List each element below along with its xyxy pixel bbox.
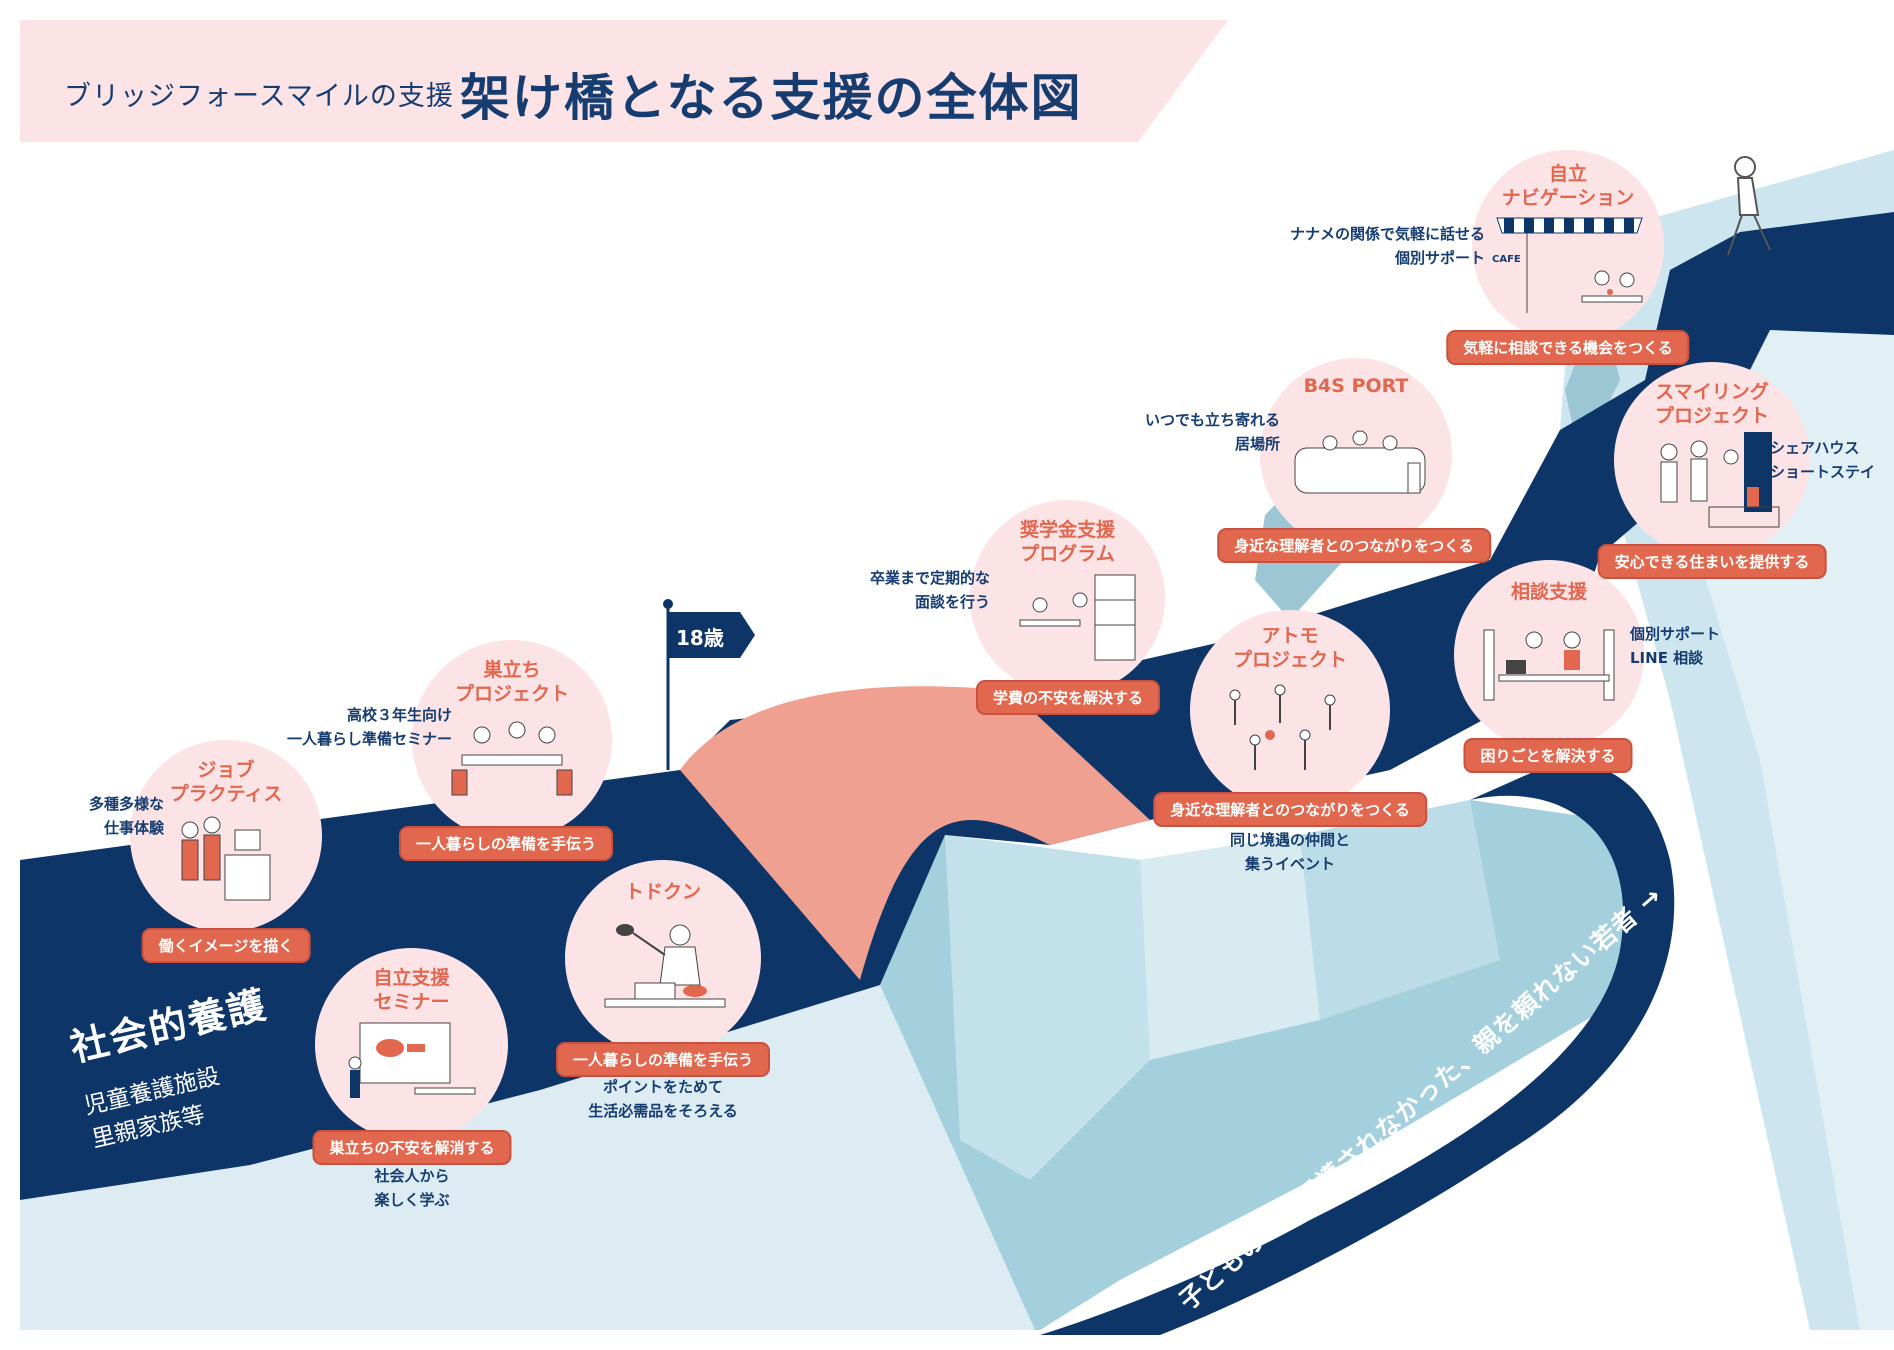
program-pill-smiling-project: 安心できる住まいを提供する xyxy=(1597,544,1827,579)
walking-person xyxy=(1727,156,1771,256)
cafe-sign: CAFE xyxy=(1492,254,1521,265)
program-circle-consultation: 相談支援 xyxy=(1454,560,1644,750)
job-practice-illustration xyxy=(181,816,271,901)
program-title: スマイリング プロジェクト xyxy=(1654,381,1769,427)
program-pill-job-practice: 働くイメージを描く xyxy=(141,928,311,963)
header-title: 架け橋となる支援の全体図 xyxy=(460,69,1083,127)
program-pill-scholarship: 学費の不安を解決する xyxy=(975,680,1161,715)
program-note-sudachi-project: 高校３年生向け 一人暮らし準備セミナー xyxy=(286,706,452,748)
program-title: 奨学金支援 プログラム xyxy=(1019,519,1115,565)
program-circle-smiling-project: スマイリング プロジェクト xyxy=(1614,362,1810,558)
program-pill-atomo-project: 身近な理解者とのつながりをつくる xyxy=(1153,792,1427,827)
header-subtitle: ブリッジフォースマイルの支援 xyxy=(64,81,454,112)
program-title: トドクン xyxy=(624,881,701,903)
program-pill-sudachi-project: 一人暮らしの準備を手伝う xyxy=(398,826,614,861)
seminar-illustration xyxy=(348,1022,476,1098)
program-note-job-practice: 多種多様な 仕事体験 xyxy=(88,795,164,837)
program-title: ジョブ プラクティス xyxy=(169,759,283,805)
program-title: 自立支援 セミナー xyxy=(373,967,450,1013)
program-pill-todokun: 一人暮らしの準備を手伝う xyxy=(555,1042,771,1077)
program-circle-independence-seminar: 自立支援 セミナー xyxy=(315,948,508,1141)
todokun-illustration xyxy=(604,924,726,1008)
program-pill-consultation: 困りごとを解決する xyxy=(1463,738,1633,773)
program-note-todokun: ポイントをためて 生活必需品をそろえる xyxy=(588,1078,738,1120)
header-banner xyxy=(20,20,1228,142)
program-title: 相談支援 xyxy=(1510,581,1587,603)
scholarship-illustration xyxy=(1019,574,1136,661)
program-circle-job-practice: ジョブ プラクティス xyxy=(130,740,322,932)
program-pill-navigation: 気軽に相談できる機会をつくる xyxy=(1446,330,1690,365)
b4s-port-illustration xyxy=(1294,430,1426,494)
program-circle-atomo-project: アトモ プロジェクト xyxy=(1190,610,1390,810)
flag xyxy=(669,612,755,658)
river-facet-c xyxy=(1300,800,1500,1020)
program-circle-navigation: 自立 ナビゲーション CAFE xyxy=(1472,150,1664,342)
program-title: 自立 ナビゲーション xyxy=(1501,163,1635,209)
age-flag-label: 18歳 xyxy=(676,626,724,650)
program-note-navigation: ナナメの関係で気軽に話せる 個別サポート xyxy=(1289,225,1485,267)
river-facet-b xyxy=(1140,835,1320,1060)
smiling-illustration xyxy=(1660,432,1780,528)
program-circle-scholarship: 奨学金支援 プログラム xyxy=(970,500,1165,695)
program-circle-todokun: トドクン xyxy=(565,860,761,1056)
program-pill-independence-seminar: 巣立ちの不安を解消する xyxy=(312,1130,512,1165)
program-pill-b4s-port: 身近な理解者とのつながりをつくる xyxy=(1217,528,1491,563)
program-circle-sudachi-project: 巣立ち プロジェクト xyxy=(412,640,612,840)
program-note-consultation: 個別サポート LINE 相談 xyxy=(1630,625,1721,667)
program-title: アトモ プロジェクト xyxy=(1232,625,1347,671)
program-note-b4s-port: いつでも立ち寄れる 居場所 xyxy=(1144,411,1280,453)
program-note-scholarship: 卒業まで定期的な 面談を行う xyxy=(869,569,990,611)
program-note-independence-seminar: 社会人から 楽しく学ぶ xyxy=(374,1167,450,1209)
program-title: B4S PORT xyxy=(1303,375,1409,397)
river-facet-a xyxy=(945,835,1150,1180)
ground-left xyxy=(20,985,1035,1330)
atomo-illustration xyxy=(1229,684,1336,770)
navigation-illustration xyxy=(1496,217,1643,313)
bridge xyxy=(680,686,1150,980)
program-circle-b4s-port: B4S PORT xyxy=(1260,358,1452,550)
river-band xyxy=(1040,760,1675,1335)
consultation-illustration xyxy=(1483,629,1615,701)
program-note-atomo-project: 同じ境遇の仲間と 集うイベント xyxy=(1229,831,1350,873)
flag-pole-top xyxy=(663,599,673,609)
sudachi-illustration xyxy=(451,721,573,796)
program-note-smiling-project: シェアハウス ショートステイ xyxy=(1770,439,1876,481)
program-title: 巣立ち プロジェクト xyxy=(454,659,569,705)
